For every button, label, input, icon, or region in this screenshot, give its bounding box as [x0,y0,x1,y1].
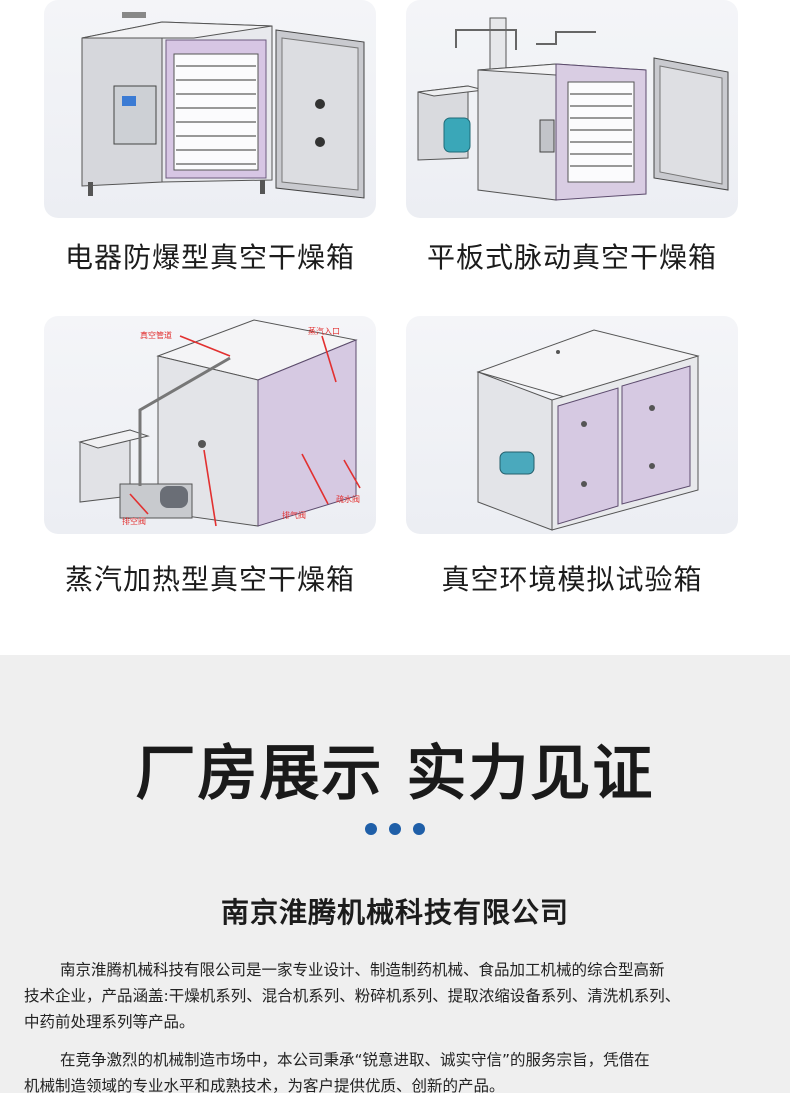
product-image-steam-heated-oven: 真空管道 蒸汽入口 排气阀 疏水阀 排空阀 [44,316,376,534]
paragraph-line: 在竞争激烈的机械制造市场中，本公司秉承“锐意进取、诚实守信”的服务宗旨，凭借在 [60,1051,650,1069]
factory-section: 厂房展示 实力见证 南京淮腾机械科技有限公司 南京淮腾机械科技有限公司是一家专业… [0,655,790,1095]
dot-icon [389,823,401,835]
product-image-test-chamber [406,316,738,534]
product-name: 平板式脉动真空干燥箱 [426,241,717,274]
paragraph-line: 南京淮腾机械科技有限公司是一家专业设计、制造制药机械、食品加工机械的综合型高新 [60,961,665,979]
paragraph-line: 机械制造领域的专业水平和成熟技术，为客户提供优质、创新的产品。 [24,1077,505,1095]
decorative-dots [365,823,425,835]
paragraph-line: 中药前处理系列等产品。 [24,1013,195,1031]
diagram-label-drain-valve: 疏水阀 [336,494,360,504]
paragraph-line: 技术企业，产品涵盖:干燥机系列、混合机系列、粉碎机系列、提取浓缩设备系列、清洗机… [24,987,681,1005]
dot-icon [365,823,377,835]
company-service-paragraph: 在竞争激烈的机械制造市场中，本公司秉承“锐意进取、诚实守信”的服务宗旨，凭借在 … [24,1047,769,1099]
dot-icon [413,823,425,835]
diagram-label-vent-valve: 排空阀 [122,516,146,526]
diagram-label-steam-inlet: 蒸汽入口 [308,326,340,336]
company-intro-paragraph: 南京淮腾机械科技有限公司是一家专业设计、制造制药机械、食品加工机械的综合型高新 … [24,957,769,1035]
diagram-label-exhaust-valve: 排气阀 [282,510,306,520]
product-name: 蒸汽加热型真空干燥箱 [64,563,355,596]
product-image-explosion-proof-oven [44,0,376,218]
product-image-pulsating-oven [406,0,738,218]
diagram-label-vacuum-pipe: 真空管道 [140,330,172,340]
section-headline: 厂房展示 实力见证 [135,739,655,809]
company-name: 南京淮腾机械科技有限公司 [220,896,569,929]
product-name: 真空环境模拟试验箱 [441,563,703,596]
product-name: 电器防爆型真空干燥箱 [64,241,355,274]
product-grid: 电器防爆型真空干燥箱 [44,0,738,596]
